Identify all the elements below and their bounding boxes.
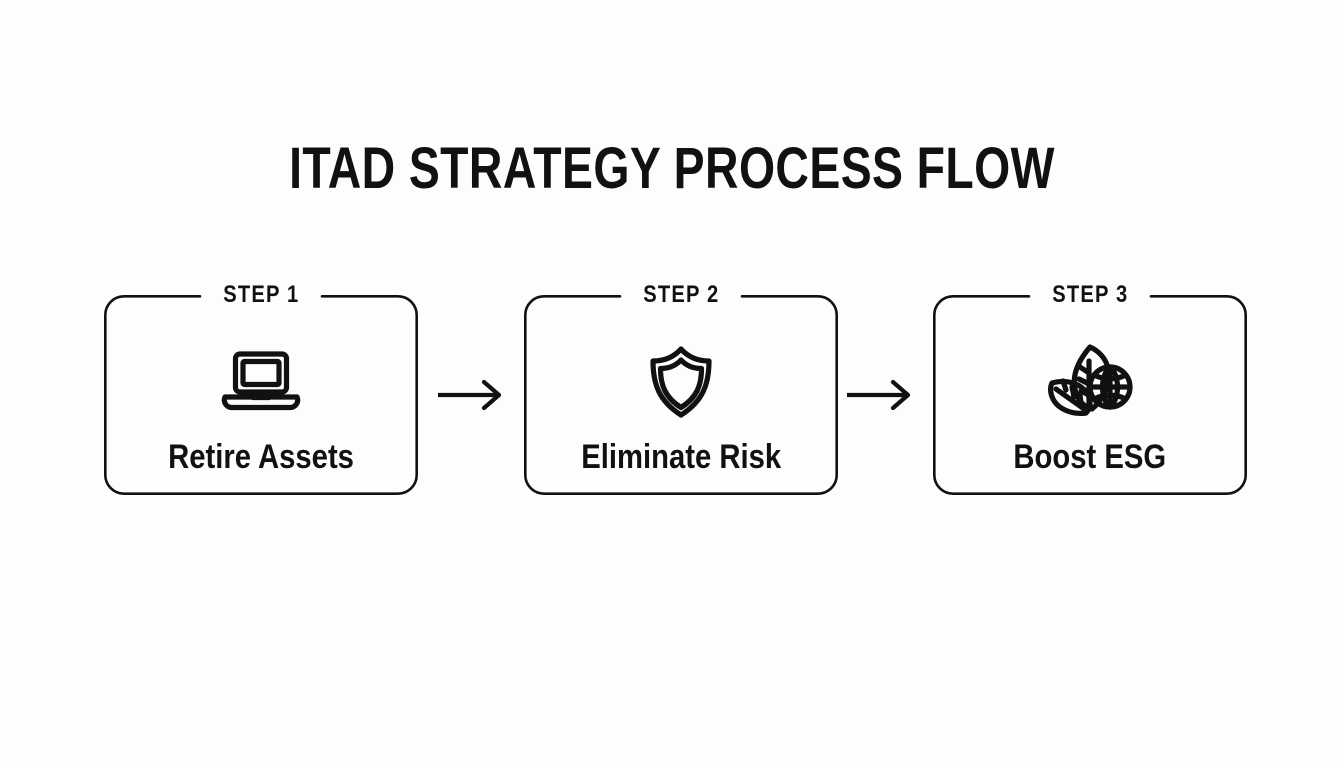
step-legend-text: STEP 1: [222, 281, 300, 308]
step-card-1[interactable]: STEP 1 Retire Assets: [104, 281, 418, 495]
arrow-right-icon: [843, 375, 923, 415]
step-legend-1: STEP 1: [104, 281, 418, 309]
step-label-1: Retire Assets: [104, 437, 418, 477]
step-card-3[interactable]: STEP 3: [933, 281, 1247, 495]
step-legend-3: STEP 3: [933, 281, 1247, 309]
leaves-globe-icon: [1042, 339, 1138, 423]
step-label-text: Boost ESG: [1013, 438, 1167, 476]
arrow-right-icon: [434, 375, 514, 415]
step-card-2[interactable]: STEP 2 Eliminate Risk: [524, 281, 838, 495]
step-legend-text: STEP 3: [1051, 281, 1129, 308]
step-label-text: Eliminate Risk: [581, 438, 781, 476]
step-label-text: Retire Assets: [168, 438, 354, 476]
step-legend-text: STEP 2: [642, 281, 720, 308]
step-label-2: Eliminate Risk: [524, 437, 838, 477]
process-flow-row: STEP 1 Retire Assets: [104, 281, 1247, 495]
step-label-3: Boost ESG: [933, 437, 1247, 477]
laptop-icon: [213, 339, 309, 423]
page-title: ITAD STRATEGY PROCESS FLOW: [289, 136, 1055, 201]
step-legend-2: STEP 2: [524, 281, 838, 309]
shield-icon: [633, 339, 729, 423]
